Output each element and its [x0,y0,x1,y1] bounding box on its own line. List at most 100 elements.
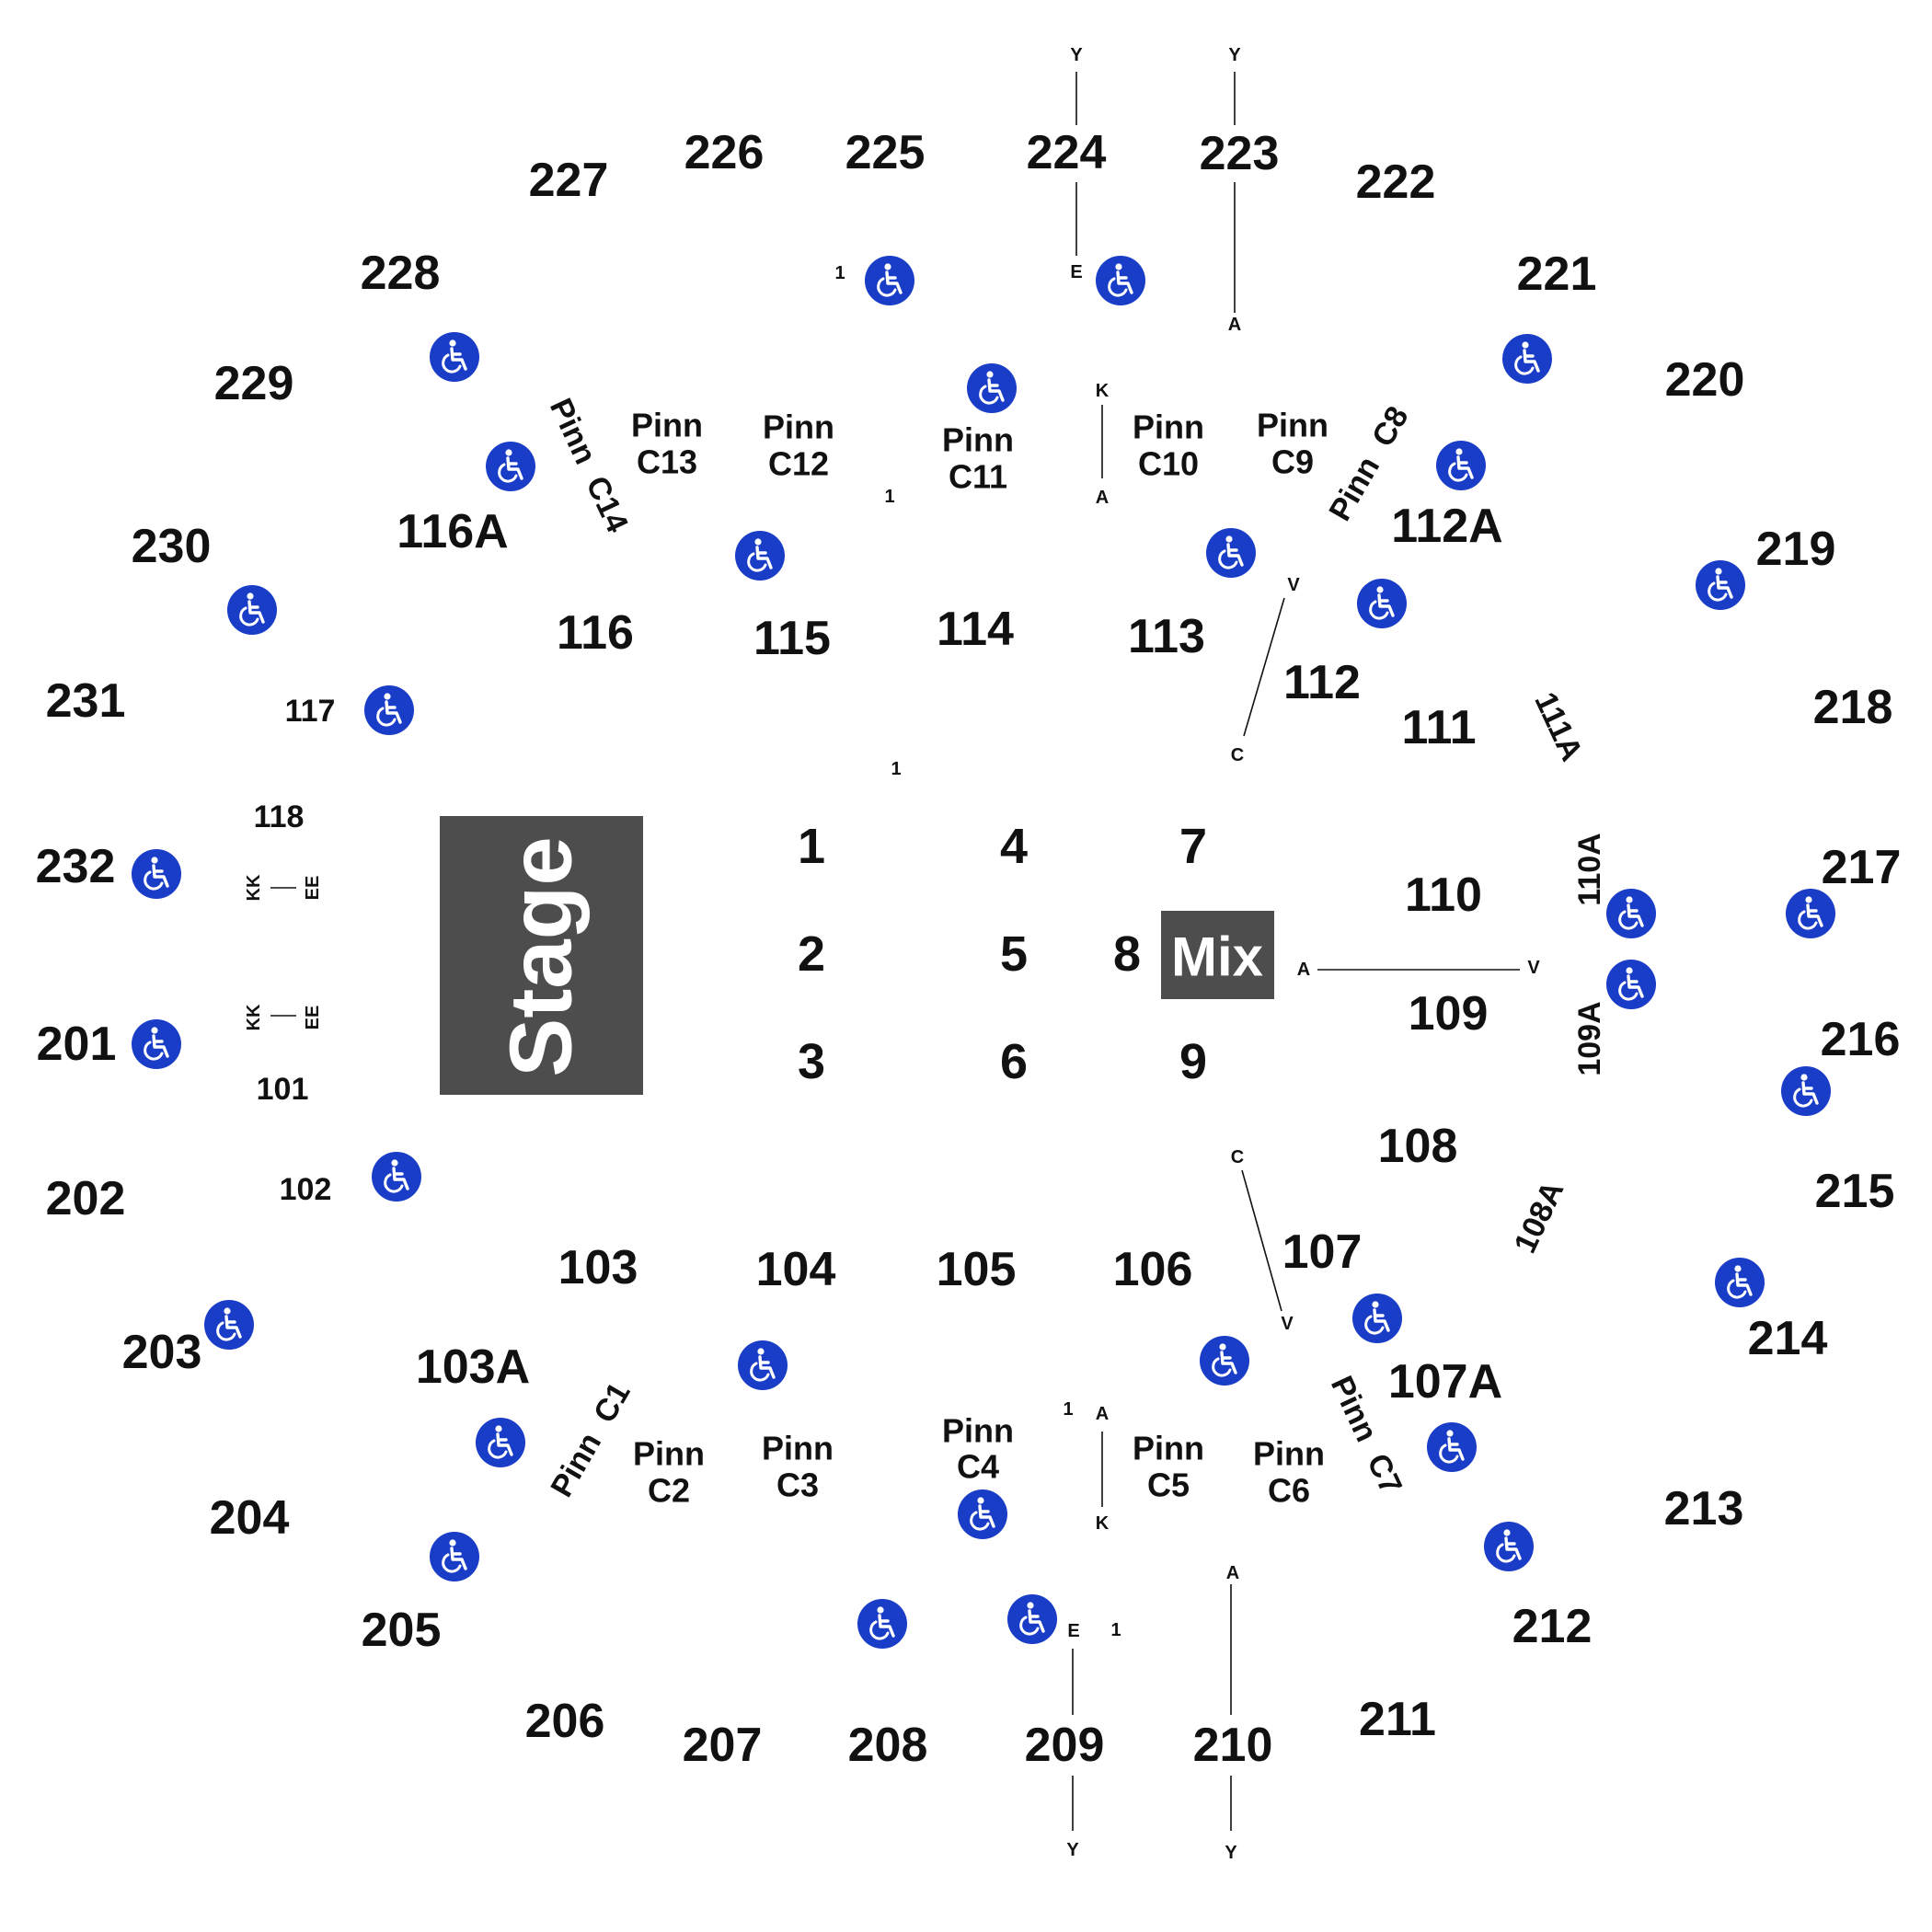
floor-section[interactable]: 4 [1000,819,1028,874]
upper-section[interactable]: 202 [46,1172,126,1225]
lower-section[interactable]: 114 [937,603,1014,656]
floor-section[interactable]: 1 [798,819,825,874]
pinn-name: Pinn [1324,1371,1385,1447]
lower-section[interactable]: 118 [254,799,305,834]
upper-section[interactable]: 215 [1815,1165,1895,1218]
pinn-code: C12 [768,445,829,483]
wheelchair-icon [1484,1522,1534,1571]
upper-section[interactable]: 224 [1027,126,1107,179]
lower-section[interactable]: 117 [285,694,336,729]
upper-section[interactable]: 217 [1822,841,1902,894]
floor-sections: 1 2 3 4 5 6 7 8 9 [798,819,1207,1089]
upper-section[interactable]: 226 [684,126,765,179]
upper-section[interactable]: 231 [46,674,126,728]
lower-section[interactable]: 108A [1508,1176,1571,1259]
wheelchair-icon [1606,889,1656,938]
lower-section[interactable]: 110A [1572,833,1607,905]
upper-section[interactable]: 225 [845,126,926,179]
lower-section[interactable]: 109 [1409,987,1489,1041]
upper-section[interactable]: 203 [122,1326,202,1379]
stage[interactable]: Stage [440,816,643,1095]
upper-section[interactable]: 218 [1813,681,1893,734]
pinn-name: Pinn [1133,1430,1204,1467]
pinnacle-box[interactable]: Pinn C12 [763,408,834,483]
lower-section[interactable]: 112 [1283,656,1361,709]
lower-section[interactable]: 107 [1282,1225,1363,1279]
lower-section[interactable]: 104 [756,1243,836,1296]
pinnacle-box[interactable]: Pinn C10 [1133,408,1204,483]
row-guide-line [1241,1169,1282,1312]
upper-section[interactable]: 219 [1756,523,1836,576]
pinn-name: Pinn [1257,407,1328,444]
pinnacle-box[interactable]: Pinn C4 [942,1412,1014,1486]
pinnacle-boxes: Pinn C1 Pinn C2 Pinn C3 Pinn C4 Pinn C5 … [543,394,1416,1510]
upper-section[interactable]: 229 [214,357,294,410]
pinn-name: Pinn [544,1427,608,1503]
upper-section[interactable]: 222 [1356,155,1436,209]
pinn-name: Pinn [631,407,703,444]
upper-section[interactable]: 214 [1748,1312,1828,1365]
upper-section[interactable]: 209 [1025,1719,1105,1772]
upper-section[interactable]: 228 [361,247,441,300]
pinnacle-box[interactable]: Pinn C13 [631,407,703,481]
upper-section[interactable]: 205 [362,1604,442,1657]
row-marker: E [1070,262,1082,282]
lower-section[interactable]: 109A [1572,1001,1607,1075]
pinn-name: Pinn [1133,408,1204,446]
lower-section[interactable]: 101 [257,1072,309,1107]
lower-section[interactable]: 111A [1527,687,1589,766]
lower-section[interactable]: 116A [397,505,508,558]
pinnacle-box[interactable]: Pinn C14 [543,394,635,538]
lower-section[interactable]: 106 [1113,1243,1193,1296]
upper-section[interactable]: 230 [132,520,212,573]
pinnacle-box[interactable]: Pinn C3 [762,1430,834,1504]
upper-section[interactable]: 212 [1512,1600,1593,1653]
pinnacle-box[interactable]: Pinn C11 [942,421,1014,496]
upper-section[interactable]: 221 [1517,247,1597,301]
lower-section[interactable]: 116 [557,606,634,660]
lower-section[interactable]: 108 [1378,1120,1458,1173]
lower-section[interactable]: 110 [1405,868,1482,922]
upper-section[interactable]: 207 [683,1719,763,1772]
lower-section[interactable]: 113 [1128,610,1205,663]
pinnacle-box[interactable]: Pinn C2 [633,1435,705,1510]
upper-section[interactable]: 216 [1821,1013,1901,1066]
floor-section[interactable]: 7 [1179,819,1207,874]
lower-section[interactable]: 115 [753,612,831,665]
floor-section[interactable]: 3 [798,1034,825,1089]
pinnacle-box[interactable]: Pinn C6 [1253,1435,1325,1510]
upper-section[interactable]: 208 [848,1719,928,1772]
lower-section[interactable]: 107A [1388,1355,1502,1409]
wheelchair-icon [967,363,1017,413]
lower-section[interactable]: 112A [1391,500,1502,553]
row-marker: A [1297,960,1310,980]
row-guides [270,72,1520,1831]
upper-section[interactable]: 204 [210,1491,290,1545]
pinnacle-box[interactable]: Pinn C5 [1133,1430,1204,1504]
upper-section[interactable]: 232 [36,840,116,893]
upper-section[interactable]: 227 [529,154,609,207]
floor-section[interactable]: 8 [1113,926,1141,982]
pinnacle-box[interactable]: Pinn C9 [1257,407,1328,481]
pinnacle-box[interactable]: Pinn C1 [544,1376,637,1502]
upper-section[interactable]: 220 [1665,353,1745,407]
lower-section[interactable]: 105 [937,1243,1017,1296]
upper-section[interactable]: 210 [1193,1719,1273,1772]
pinn-code: C3 [776,1466,819,1504]
wheelchair-icon [430,1532,479,1581]
floor-section[interactable]: 6 [1000,1034,1028,1089]
floor-section[interactable]: 5 [1000,926,1028,982]
lower-section[interactable]: 102 [280,1172,332,1207]
upper-section[interactable]: 206 [525,1695,605,1748]
floor-section[interactable]: 2 [798,926,825,982]
wheelchair-icon [735,531,785,581]
lower-section[interactable]: 103A [416,1340,530,1394]
floor-section[interactable]: 9 [1179,1034,1207,1089]
upper-section[interactable]: 201 [37,1018,117,1071]
upper-section[interactable]: 211 [1359,1693,1436,1746]
wheelchair-icon [1606,960,1656,1009]
lower-section[interactable]: 111 [1401,701,1476,754]
lower-section[interactable]: 103 [558,1241,638,1294]
upper-section[interactable]: 223 [1200,127,1280,180]
upper-section[interactable]: 213 [1664,1482,1744,1535]
